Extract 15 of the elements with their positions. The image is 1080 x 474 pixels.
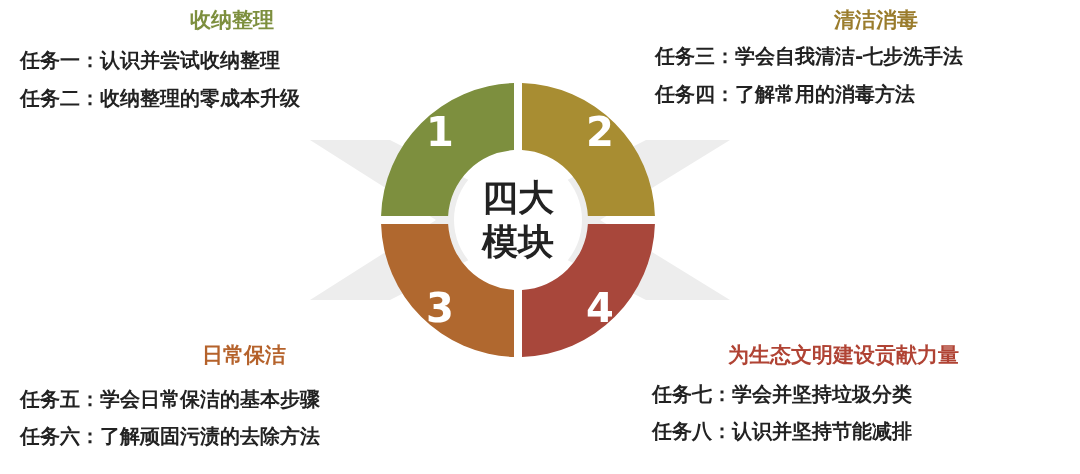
task-text: 任务一：认识并尝试收纳整理 bbox=[20, 48, 280, 72]
module-title: 收纳整理 bbox=[190, 8, 274, 32]
task-text: 任务六：了解顽固污渍的去除方法 bbox=[20, 424, 320, 448]
module-number: 3 bbox=[426, 286, 454, 330]
task-text: 任务二：收纳整理的零成本升级 bbox=[20, 86, 300, 110]
module-number: 4 bbox=[586, 286, 614, 330]
module-number: 1 bbox=[426, 110, 454, 154]
module-title: 清洁消毒 bbox=[834, 8, 918, 32]
task-text: 任务四：了解常用的消毒方法 bbox=[655, 82, 915, 106]
task-text: 任务七：学会并坚持垃圾分类 bbox=[652, 382, 912, 406]
module-title: 日常保洁 bbox=[202, 343, 286, 367]
module-number: 2 bbox=[586, 110, 614, 154]
task-text: 任务八：认识并坚持节能减排 bbox=[652, 419, 912, 443]
ring-segment bbox=[381, 83, 514, 216]
center-title: 四大模块 bbox=[480, 176, 555, 264]
